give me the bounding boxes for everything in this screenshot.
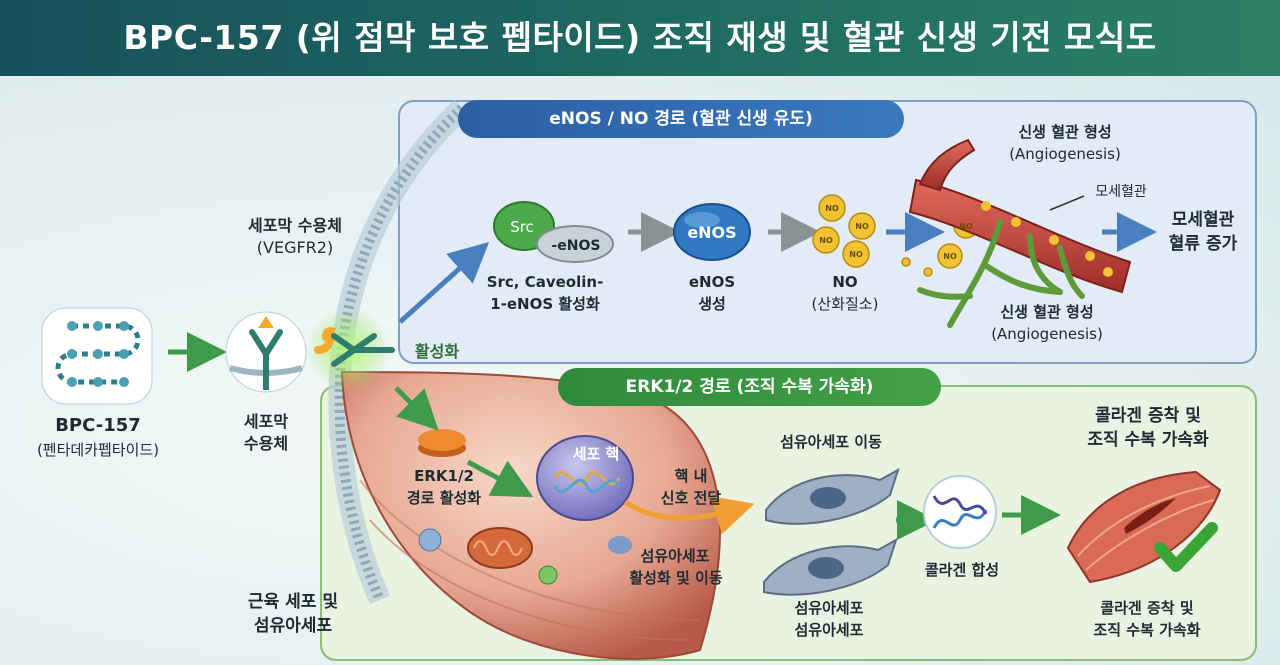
title-banner: BPC-157 (위 점막 보호 펩타이드) 조직 재생 및 혈관 신생 기전 … bbox=[0, 0, 1280, 76]
enos-blob-text: eNOS bbox=[687, 223, 736, 242]
peptide-sub: (펜타데카펩타이드) bbox=[36, 441, 160, 459]
muscle-cell-label-line2: 섬유아세포 bbox=[253, 616, 333, 636]
no-tag: NO bbox=[819, 236, 833, 245]
capillary-branches bbox=[917, 219, 1085, 328]
membrane-receptor-label: 세포막 수용체 bbox=[248, 216, 342, 235]
no-label-line2: (산화질소) bbox=[811, 295, 879, 313]
capillary-label: 모세혈관 bbox=[1095, 184, 1147, 200]
membrane-receptor-sub: (VEGFR2) bbox=[256, 238, 334, 257]
fibroblast-activation-line2: 활성화 및 이동 bbox=[629, 569, 723, 587]
fibroblast-bottom-line2: 섬유아세포 bbox=[794, 621, 864, 639]
enos-tag: -eNOS bbox=[551, 238, 600, 254]
dna-icon bbox=[923, 475, 997, 549]
mitochondria-icon bbox=[467, 527, 533, 569]
enos-label-line1: eNOS bbox=[688, 273, 736, 291]
angiogenesis-top-label: 신생 혈관 형성 bbox=[1018, 123, 1112, 141]
signal-label-line2: 신호 전달 bbox=[660, 489, 722, 507]
result-top-line1: 콜라겐 증착 및 bbox=[1095, 406, 1201, 426]
receptor-label-line1: 세포막 bbox=[243, 412, 289, 431]
no-tag: NO bbox=[849, 250, 863, 259]
vesicle-icon bbox=[538, 565, 558, 585]
activation-label: 활성화 bbox=[414, 342, 460, 361]
page-title: BPC-157 (위 점막 보호 펩타이드) 조직 재생 및 혈관 신생 기전 … bbox=[123, 18, 1157, 57]
src-tag: Src bbox=[510, 218, 534, 236]
erk-disk-icon bbox=[418, 429, 466, 457]
enos-label-line2: 생성 bbox=[698, 295, 726, 313]
receptor-label-line2: 수용체 bbox=[243, 434, 289, 453]
muscle-cell-label-line1: 근육 세포 및 bbox=[247, 592, 339, 612]
fibroblast-activation-line1: 섬유아세포 bbox=[640, 547, 710, 565]
vesicle-icon bbox=[418, 528, 442, 552]
erk-pathway-header: ERK1/2 경로 (조직 수복 가속화) bbox=[558, 368, 941, 406]
angiogenesis-bottom-sub: (Angiogenesis) bbox=[991, 325, 1103, 343]
no-tag: NO bbox=[855, 222, 869, 231]
signal-label-line1: 핵 내 bbox=[674, 467, 708, 485]
result-bottom-line1: 콜라겐 증착 및 bbox=[1100, 599, 1194, 617]
collagen-synthesis-label: 콜라겐 합성 bbox=[924, 561, 1000, 579]
angiogenesis-bottom-label: 신생 혈관 형성 bbox=[1000, 303, 1094, 321]
no-tag: NO bbox=[825, 204, 839, 213]
enos-blob-icon bbox=[673, 203, 751, 261]
fibroblast-bottom-line1: 섬유아세포 bbox=[794, 599, 864, 617]
erk-label-line1: ERK1/2 bbox=[414, 467, 474, 485]
erk-label-line2: 경로 활성화 bbox=[406, 489, 482, 507]
blood-flow-label-line2: 혈류 증가 bbox=[1168, 234, 1238, 254]
result-top-line2: 조직 수복 가속화 bbox=[1087, 430, 1209, 450]
src-label-line1: Src, Caveolin- bbox=[486, 273, 604, 291]
muscle-tissue-icon bbox=[1066, 470, 1222, 584]
src-label-line2: 1-eNOS 활성화 bbox=[490, 295, 600, 313]
no-label-line1: NO bbox=[832, 273, 858, 291]
nucleus-icon bbox=[536, 435, 634, 521]
peptide-name: BPC-157 bbox=[55, 415, 141, 436]
fibroblast-cell-icon bbox=[763, 537, 898, 596]
activated-receptor-icon bbox=[314, 327, 395, 367]
no-tag: NO bbox=[959, 222, 973, 231]
enos-pathway-header: eNOS / NO 경로 (혈관 신생 유도) bbox=[458, 100, 904, 138]
src-enos-complex-icon bbox=[493, 201, 614, 263]
peptide-chain-icon bbox=[41, 307, 153, 405]
angiogenesis-top-sub: (Angiogenesis) bbox=[1009, 145, 1121, 163]
organelle-icon bbox=[608, 536, 632, 554]
blood-flow-label-line1: 모세혈관 bbox=[1171, 210, 1235, 230]
receptor-icon bbox=[225, 311, 307, 393]
result-bottom-line2: 조직 수복 가속화 bbox=[1093, 621, 1201, 639]
fibroblast-migration-label: 섬유아세포 이동 bbox=[780, 433, 882, 451]
no-tag: NO bbox=[943, 252, 957, 261]
blood-vessel-icon bbox=[908, 138, 1132, 294]
fibroblast-cell-icon bbox=[765, 467, 900, 525]
nucleus-label: 세포 핵 bbox=[572, 445, 620, 463]
checkmark-icon bbox=[1154, 522, 1218, 572]
